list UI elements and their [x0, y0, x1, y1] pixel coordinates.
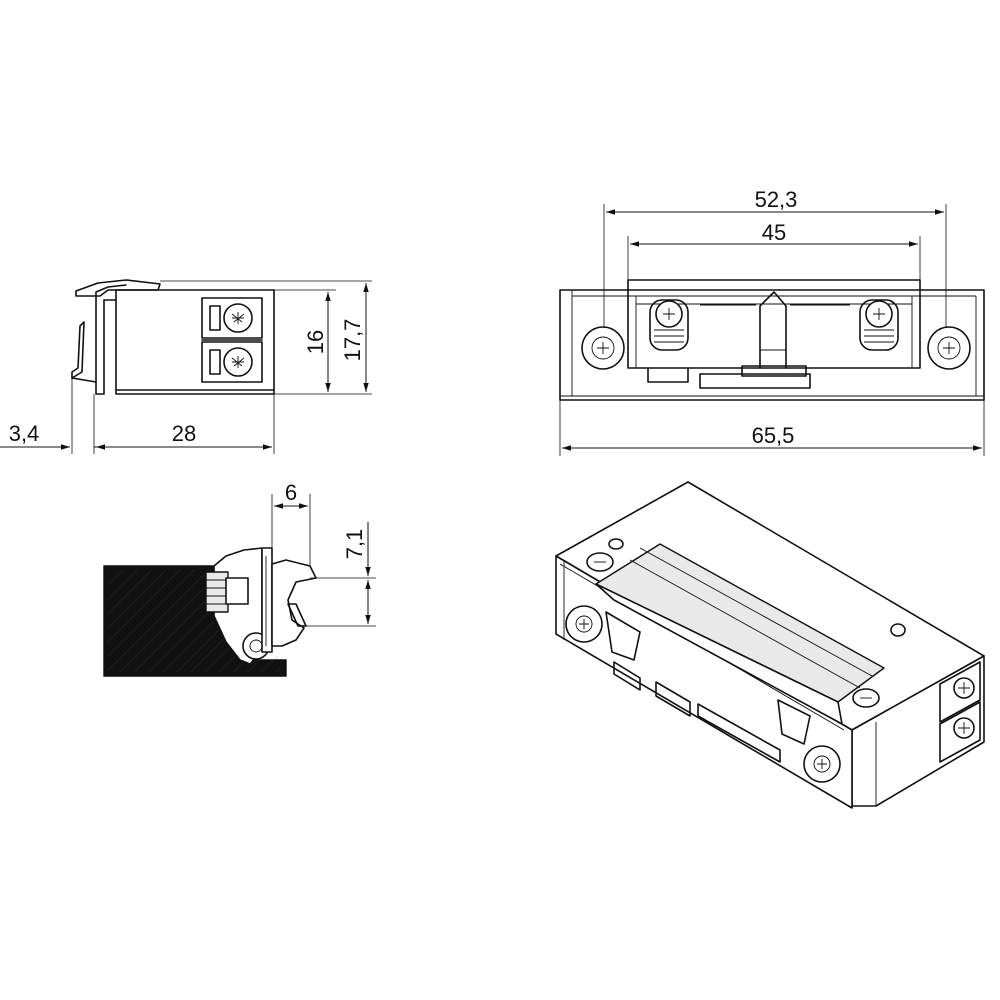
terminal-block: [201, 297, 263, 339]
dim-height-inner: 16: [303, 330, 328, 354]
terminal-block: [201, 341, 263, 383]
mounting-screw: [803, 745, 841, 783]
mounting-screw: [581, 326, 625, 370]
dim-overall-inner: 52,3: [755, 187, 798, 212]
adjusting-screw: [859, 299, 899, 351]
mounting-screw: [852, 688, 880, 708]
latch-bolt: [595, 543, 885, 745]
dim-section-width: 6: [285, 480, 297, 505]
front-view: [559, 279, 985, 401]
section-view: [103, 547, 317, 677]
terminal-block: [939, 661, 981, 723]
side-view-dimensions: 16 17,7 3,4 28: [0, 280, 372, 454]
dim-inner: 45: [762, 220, 786, 245]
terminal-block: [939, 701, 981, 763]
mounting-screw: [586, 552, 614, 572]
side-view: [71, 279, 275, 395]
adjusting-screw: [649, 299, 689, 351]
latch-slot: [700, 291, 850, 369]
dim-height-total: 17,7: [340, 319, 365, 362]
dim-section-height: 7,1: [342, 529, 367, 560]
front-view-dimensions: 52,3 45 65,5: [559, 187, 985, 456]
dim-depth: 28: [172, 421, 196, 446]
mounting-screw: [565, 605, 603, 643]
isometric-view: [555, 481, 985, 809]
dim-offset: 3,4: [9, 421, 40, 446]
mounting-screw: [927, 326, 971, 370]
dim-overall-length: 65,5: [752, 423, 795, 448]
top-hole: [890, 623, 906, 637]
section-view-dimensions: 6 7,1: [271, 480, 376, 627]
